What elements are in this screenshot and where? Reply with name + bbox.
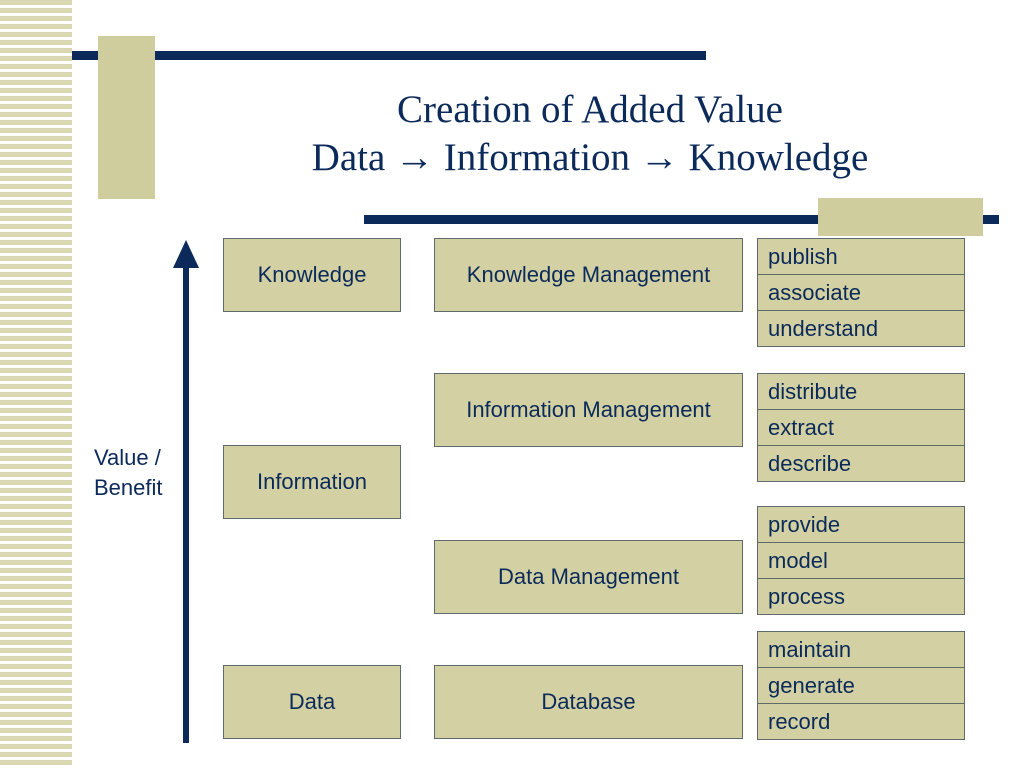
activity-item: distribute <box>757 373 965 410</box>
level-data: Data <box>223 665 401 739</box>
activity-item: process <box>757 579 965 615</box>
level-knowledge: Knowledge <box>223 238 401 312</box>
activity-item: model <box>757 543 965 579</box>
title-line-1: Creation of Added Value <box>397 88 783 131</box>
activity-item: maintain <box>757 631 965 668</box>
slide-title: Creation of Added Value Data → Informati… <box>180 86 1000 182</box>
value-axis-arrow <box>183 265 189 743</box>
level-information: Information <box>223 445 401 519</box>
activity-item: describe <box>757 446 965 482</box>
activity-item: provide <box>757 506 965 543</box>
tan-accent-block <box>98 36 155 199</box>
title-line-2: Data → Information → Knowledge <box>311 136 869 179</box>
activity-item: record <box>757 704 965 740</box>
tan-accent-bar <box>818 198 983 236</box>
activity-item: publish <box>757 238 965 275</box>
database-activities: maintain generate record <box>757 631 965 740</box>
activity-item: generate <box>757 668 965 704</box>
information-activities: distribute extract describe <box>757 373 965 482</box>
activity-item: understand <box>757 311 965 347</box>
data-management-activities: provide model process <box>757 506 965 615</box>
knowledge-activities: publish associate understand <box>757 238 965 347</box>
bottom-rule <box>364 215 999 224</box>
striped-side-decoration <box>0 0 72 768</box>
information-management-box: Information Management <box>434 373 743 447</box>
arrow-up-icon <box>173 240 199 268</box>
activity-item: extract <box>757 410 965 446</box>
value-benefit-label: Value / Benefit <box>94 445 163 500</box>
top-rule <box>72 51 706 60</box>
knowledge-management-box: Knowledge Management <box>434 238 743 312</box>
activity-item: associate <box>757 275 965 311</box>
database-box: Database <box>434 665 743 739</box>
data-management-box: Data Management <box>434 540 743 614</box>
